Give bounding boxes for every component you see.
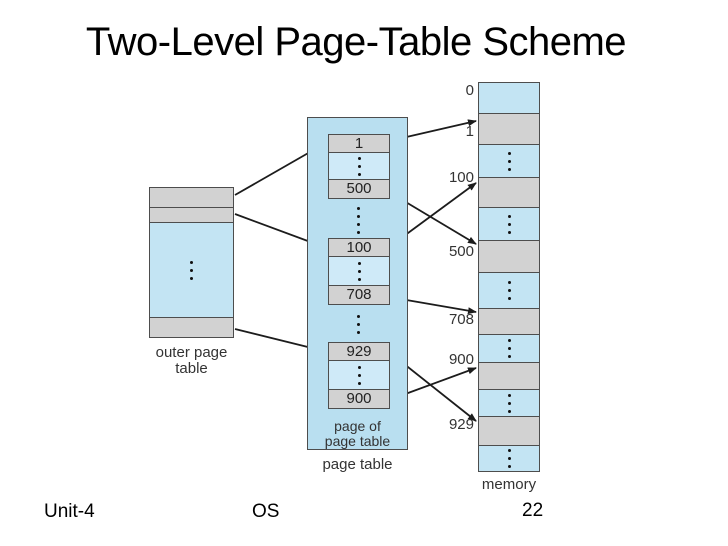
page-table-section: 1 500 [328, 134, 390, 199]
memory-column [478, 82, 540, 472]
footer-course: OS [252, 501, 280, 522]
ellipsis-dots [357, 365, 361, 385]
ellipsis-dots [356, 206, 360, 234]
outer-page-table-entry [150, 188, 233, 208]
memory-frame [479, 273, 539, 309]
ellipsis-gap [328, 309, 388, 340]
ellipsis-cell [329, 153, 389, 180]
memory-frame [479, 145, 539, 178]
page-table-entry: 1 [329, 135, 389, 153]
page-table-entry: 100 [329, 239, 389, 257]
ellipsis-dots [190, 260, 193, 280]
memory-frame [479, 363, 539, 390]
outer-page-table-entry [150, 208, 233, 223]
ellipsis-cell [329, 361, 389, 390]
page-title: Two-Level Page-Table Scheme [85, 20, 627, 64]
memory-frame [479, 446, 539, 471]
memory-frame-label: 900 [448, 351, 474, 368]
ellipsis-dots [507, 449, 511, 468]
ellipsis-dots [356, 315, 360, 334]
outer-page-table-label: outer page table [155, 344, 228, 378]
footer-page-number: 22 [522, 500, 544, 521]
footer-unit: Unit-4 [44, 501, 95, 522]
memory-frame-label: 100 [448, 169, 474, 186]
memory-frame [479, 178, 539, 208]
outer-page-table-body [150, 223, 233, 318]
ellipsis-dots [507, 339, 511, 358]
outer-page-table [149, 187, 234, 338]
page-table-entry: 708 [329, 286, 389, 304]
memory-frame [479, 83, 539, 114]
memory-frame [479, 417, 539, 446]
page-table-entry: 900 [329, 390, 389, 408]
ellipsis-cell [329, 257, 389, 286]
memory-frame-label: 708 [448, 311, 474, 328]
memory-frame [479, 208, 539, 241]
ellipsis-dots [357, 261, 361, 281]
memory-frame [479, 309, 539, 335]
memory-frame [479, 390, 539, 417]
memory-frame-label: 500 [448, 243, 474, 260]
page-table-section: 929 900 [328, 342, 390, 409]
ellipsis-dots [507, 281, 511, 300]
ellipsis-gap [328, 204, 388, 236]
ellipsis-dots [357, 156, 361, 176]
ellipsis-dots [507, 151, 511, 171]
ellipsis-dots [507, 393, 511, 413]
memory-frame-label: 929 [448, 416, 474, 433]
page-table-section: 100 708 [328, 238, 390, 305]
memory-frame [479, 335, 539, 363]
page-table-entry: 929 [329, 343, 389, 361]
memory-frame [479, 241, 539, 273]
memory-label: memory [481, 476, 537, 493]
memory-frame [479, 114, 539, 145]
page-table-label: page table [322, 456, 393, 473]
page-table-entry: 500 [329, 180, 389, 198]
page-table-container: 1 500 100 708 929 900 page [307, 117, 408, 450]
ellipsis-dots [507, 214, 511, 234]
outer-page-table-entry [150, 318, 233, 337]
memory-frame-label: 0 [465, 82, 474, 99]
page-of-page-table-label: page of page table [324, 418, 391, 450]
memory-frame-label: 1 [465, 123, 474, 140]
